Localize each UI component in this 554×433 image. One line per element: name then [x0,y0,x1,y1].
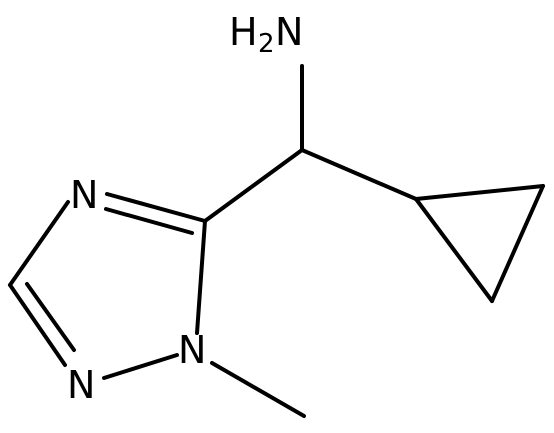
amine-subscript-label: 2 [258,29,275,59]
triazole-n2-label: N [67,363,95,407]
atom-labels: H 2 N N N N [67,10,303,407]
bond-cyclopropyl-b [490,184,545,303]
triazole-n1-label: N [178,328,206,372]
bond-n1-c5 [195,219,207,335]
bond-cyclopropyl-c [414,197,494,303]
bond-n2-n1 [102,353,179,380]
bond-n1-methyl [210,361,306,418]
amine-n-label: N [275,10,303,54]
bond-c5-n4-double [104,207,194,235]
bonds [8,64,545,418]
bond-c5-n4 [105,192,207,223]
bond-c3-n2-double [25,282,76,352]
bond-c3-n2 [8,283,67,367]
amine-h-label: H [229,10,258,54]
bond-ch-cyclopropyl [300,148,418,201]
bond-n4-c3 [8,200,70,287]
triazole-n4-label: N [70,173,98,217]
bond-cyclopropyl-a [414,184,545,201]
bond-ch-triazole [203,148,304,223]
